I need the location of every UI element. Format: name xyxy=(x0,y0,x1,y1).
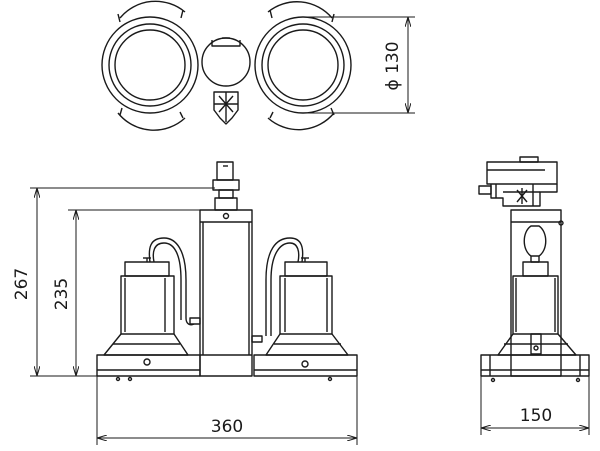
side-view-track-adapter xyxy=(478,156,558,207)
side-view xyxy=(478,156,590,383)
top-view-left-head xyxy=(101,0,199,131)
top-view-center-body xyxy=(201,37,251,125)
diameter-dimension xyxy=(300,16,415,114)
top-view-right-head xyxy=(254,1,352,131)
side-view-body xyxy=(480,209,590,383)
front-view-central-tube xyxy=(189,209,263,377)
front-view-track-adapter xyxy=(212,161,240,211)
height-267-dimension xyxy=(30,187,215,377)
width-side-label: 150 xyxy=(520,406,552,426)
top-view xyxy=(101,0,352,131)
height-body-label: 235 xyxy=(52,278,72,310)
width-360-dimension xyxy=(96,376,358,445)
front-view xyxy=(96,161,358,382)
front-view-left-head xyxy=(96,237,201,377)
diameter-label: ϕ 130 xyxy=(383,41,403,90)
front-view-right-head xyxy=(253,237,358,377)
height-235-dimension xyxy=(68,209,200,376)
width-front-label: 360 xyxy=(211,417,243,437)
height-total-label: 267 xyxy=(12,268,32,300)
width-150-dimension xyxy=(480,376,590,435)
